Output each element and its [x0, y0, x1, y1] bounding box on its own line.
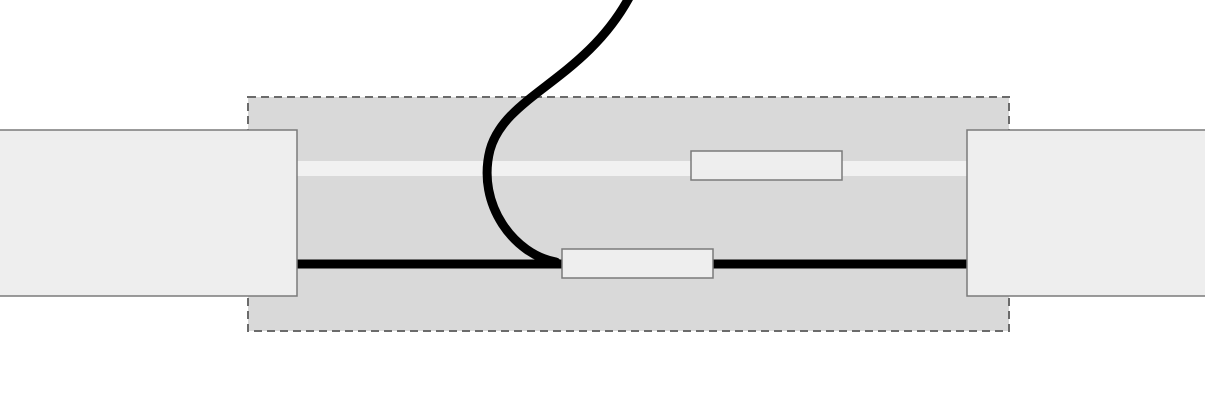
lower-connector [561, 248, 714, 279]
light-track [296, 161, 968, 176]
dashed-container [247, 96, 1010, 332]
incoming-curved-wire [482, 0, 633, 267]
right-block [966, 129, 1205, 297]
left-block [0, 129, 298, 297]
upper-connector [690, 150, 843, 181]
